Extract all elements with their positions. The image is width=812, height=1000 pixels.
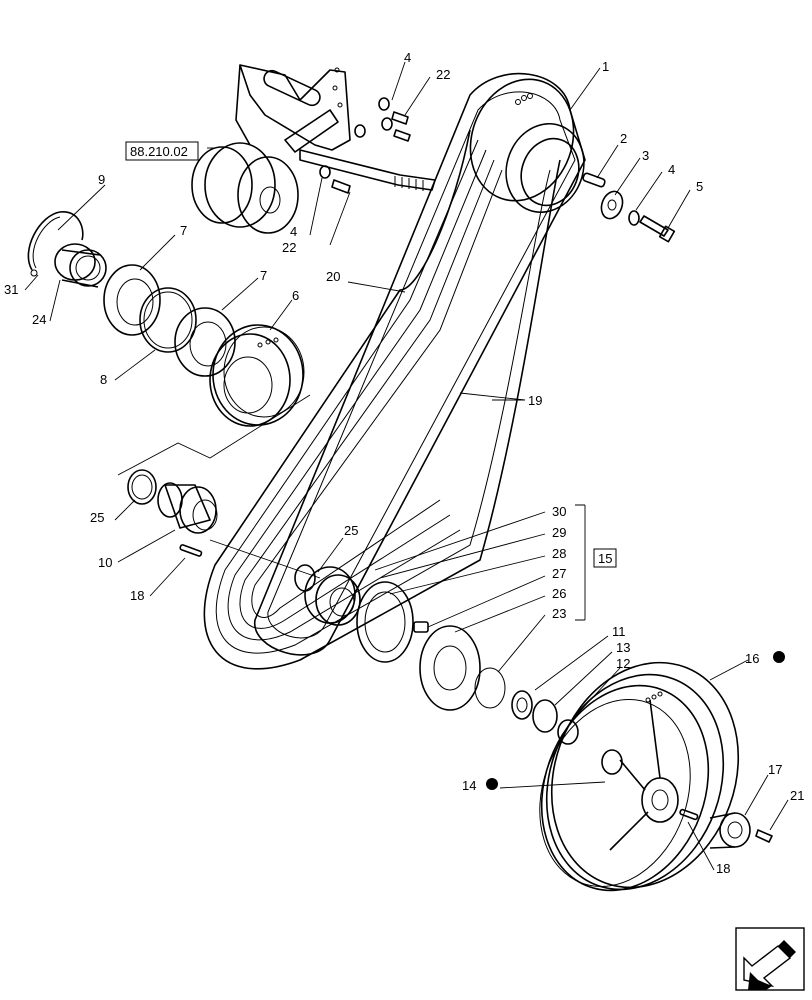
- callout-31: 31: [4, 282, 18, 297]
- bushing-17: [709, 812, 751, 849]
- washer-3: [600, 190, 624, 220]
- ring-25-center: [294, 564, 316, 592]
- callout-5: 5: [696, 179, 703, 194]
- callout-25-center: 25: [344, 523, 358, 538]
- nipple-27: [413, 621, 429, 633]
- plate-26: [419, 625, 481, 711]
- pulley-6: [209, 324, 305, 427]
- callout-22-top: 22: [436, 67, 450, 82]
- reference-box[interactable]: 88.210.02: [125, 141, 199, 161]
- callout-19: 19: [528, 393, 542, 408]
- callout-7-left: 7: [180, 223, 187, 238]
- callout-13: 13: [616, 640, 630, 655]
- pin-18-left: [179, 544, 203, 557]
- o-ring-23: [474, 667, 506, 709]
- circlip-8: [139, 287, 197, 353]
- callout-labels: 1 2 3 4 5 4 22 22 4 9 31 24 7 7 8 6 20 1…: [4, 50, 804, 876]
- callout-16: 16: [745, 651, 759, 666]
- callout-9: 9: [98, 172, 105, 187]
- marker-dot-14: [486, 778, 498, 790]
- marker-dot-16: [773, 651, 785, 663]
- group-15-box: 15: [593, 548, 617, 568]
- callout-1: 1: [602, 59, 609, 74]
- callout-4-bottom: 4: [290, 224, 297, 239]
- callout-12: 12: [616, 656, 630, 671]
- ring-25-left: [127, 469, 157, 505]
- key-18-right: [679, 808, 699, 821]
- callout-20: 20: [326, 269, 340, 284]
- callout-26: 26: [552, 586, 566, 601]
- bearing-7-left: [103, 264, 161, 336]
- flange-28: [356, 581, 414, 663]
- callout-4-right: 4: [668, 162, 675, 177]
- key-2: [582, 172, 606, 188]
- callout-3: 3: [642, 148, 649, 163]
- callout-27: 27: [552, 566, 566, 581]
- callout-7-right: 7: [260, 268, 267, 283]
- washer-4-right: [628, 210, 640, 226]
- leader-lines: [24, 61, 789, 871]
- spacer-12: [557, 719, 579, 745]
- pulley-16: [539, 661, 740, 892]
- callout-8: 8: [100, 372, 107, 387]
- bolt-5: [639, 215, 676, 243]
- callout-23: 23: [552, 606, 566, 621]
- callout-18-left: 18: [130, 588, 144, 603]
- reference-label: 88.210.02: [130, 144, 188, 159]
- bolt-21: [755, 829, 773, 843]
- callout-14: 14: [462, 778, 476, 793]
- callout-4-top: 4: [404, 50, 411, 65]
- bolts-22: [319, 97, 411, 194]
- callout-10: 10: [98, 555, 112, 570]
- callout-2: 2: [620, 131, 627, 146]
- callout-22-bottom: 22: [282, 240, 296, 255]
- callout-28: 28: [552, 546, 566, 561]
- callout-24: 24: [32, 312, 46, 327]
- next-page-arrow-icon[interactable]: [735, 927, 805, 991]
- callout-18-right: 18: [716, 861, 730, 876]
- belt-19: [203, 129, 561, 670]
- callout-17: 17: [768, 762, 782, 777]
- gear-hub: [304, 566, 361, 626]
- callout-11: 11: [612, 624, 626, 639]
- bearing-11: [511, 690, 533, 720]
- callout-30: 30: [552, 504, 566, 519]
- callout-21: 21: [790, 788, 804, 803]
- callout-25-left: 25: [90, 510, 104, 525]
- pulley-1: [469, 78, 585, 214]
- callout-6: 6: [292, 288, 299, 303]
- hub-24: [54, 243, 107, 288]
- circlip-13: [532, 699, 558, 733]
- callout-29: 29: [552, 525, 566, 540]
- belt-20: [254, 72, 586, 656]
- splined-hub-10: [157, 482, 218, 534]
- tensioner-assembly: [191, 64, 436, 234]
- group-15-label: 15: [598, 551, 612, 566]
- circlip-9: [27, 211, 84, 277]
- bearing-7-right: [174, 307, 236, 377]
